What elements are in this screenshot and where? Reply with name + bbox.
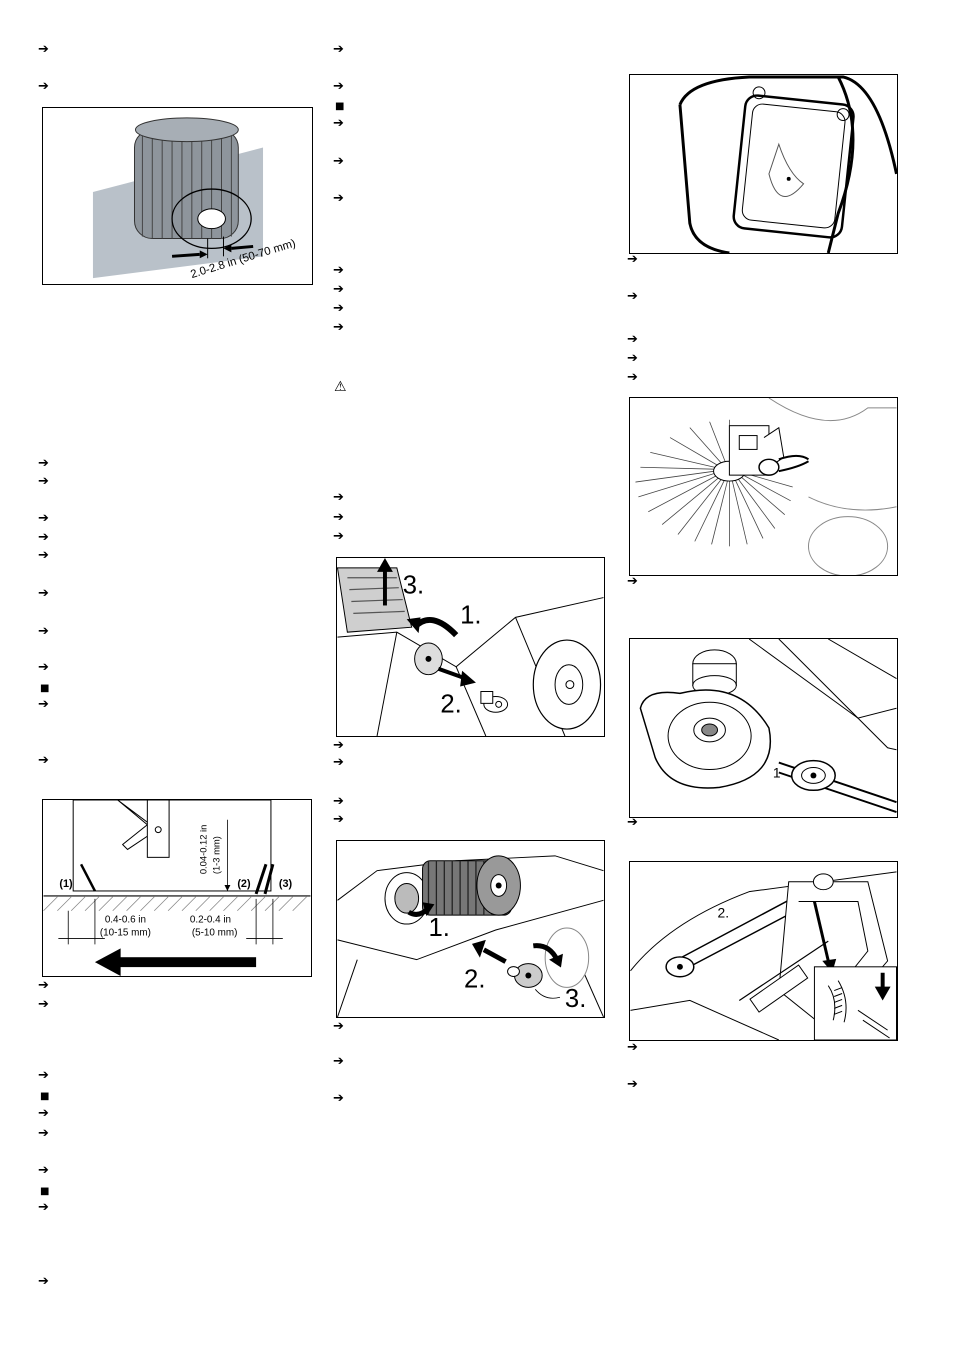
- side-brush-setting-drawing: (1) (2) (3) 0.04-0.12 in (1-3 mm) 0.4-0.…: [43, 800, 311, 976]
- arrow-bullet-icon: ➔: [38, 456, 49, 471]
- arrow-bullet-icon: ➔: [38, 42, 49, 57]
- arrow-bullet-icon: ➔: [333, 116, 344, 131]
- arrow-bullet-icon: ➔: [333, 490, 344, 505]
- warning-icon: ⚠: [334, 379, 347, 395]
- arrow-bullet-icon: ➔: [333, 510, 344, 525]
- arrow-bullet-icon: ➔: [38, 511, 49, 526]
- arrow-bullet-icon: ➔: [333, 1019, 344, 1034]
- label-1: (1): [59, 878, 73, 890]
- arrow-bullet-icon: ➔: [38, 1106, 49, 1121]
- right-mm-label: (5-10 mm): [192, 927, 238, 938]
- arrow-bullet-icon: ➔: [38, 530, 49, 545]
- blower-pulley-drawing: 1: [639, 639, 897, 813]
- install-step-1: 1.: [428, 914, 449, 942]
- bristles: [635, 419, 793, 547]
- arrow-bullet-icon: ➔: [38, 1068, 49, 1083]
- arrow-bullet-icon: ➔: [38, 474, 49, 489]
- arrow-bullet-icon: ➔: [38, 548, 49, 563]
- pulley-callout-1: 1: [773, 764, 781, 780]
- side-brush-figure: [629, 397, 898, 576]
- install-step-3: 3.: [565, 985, 586, 1013]
- arrow-bullet-icon: ➔: [38, 660, 49, 675]
- arrow-bullet-icon: ➔: [38, 586, 49, 601]
- removal-step-1: 1.: [460, 601, 481, 629]
- square-bullet-icon: ■: [335, 101, 345, 112]
- left-in-label: 0.4-0.6 in: [105, 915, 146, 926]
- right-in-label: 0.2-0.4 in: [190, 915, 231, 926]
- arrow-bullet-icon: ➔: [333, 154, 344, 169]
- arrow-bullet-icon: ➔: [627, 815, 638, 830]
- square-bullet-icon: ■: [40, 1091, 50, 1102]
- square-bullet-icon: ■: [40, 1186, 50, 1197]
- arrow-bullet-icon: ➔: [627, 289, 638, 304]
- arrow-bullet-icon: ➔: [627, 252, 638, 267]
- height-mm-label: (1-3 mm): [211, 836, 222, 874]
- roller-removal-figure: 3. 1. 2.: [336, 557, 605, 737]
- arrow-bullet-icon: ➔: [333, 191, 344, 206]
- roller-sweep-pattern-drawing: 2.0-2.8 in (50-70 mm): [92, 117, 297, 281]
- arrow-bullet-icon: ➔: [38, 79, 49, 94]
- arrow-bullet-icon: ➔: [38, 697, 49, 712]
- arrow-bullet-icon: ➔: [38, 1126, 49, 1141]
- arrow-bullet-icon: ➔: [333, 263, 344, 278]
- arrow-bullet-icon: ➔: [627, 1077, 638, 1092]
- arrow-bullet-icon: ➔: [333, 1091, 344, 1106]
- install-step-2: 2.: [464, 965, 485, 993]
- tension-callout-2: 2.: [718, 904, 730, 920]
- roller-install-figure: 1. 2. 3.: [336, 840, 605, 1018]
- arrow-bullet-icon: ➔: [333, 301, 344, 316]
- arrow-bullet-icon: ➔: [333, 282, 344, 297]
- housing-seal-drawing: [678, 75, 897, 253]
- roller-install-drawing: 1. 2. 3.: [337, 855, 604, 1017]
- blower-pulley-figure: 1: [629, 638, 898, 818]
- arrow-bullet-icon: ➔: [333, 755, 344, 770]
- arrow-bullet-icon: ➔: [333, 79, 344, 94]
- arrow-bullet-icon: ➔: [333, 738, 344, 753]
- arrow-bullet-icon: ➔: [38, 978, 49, 993]
- arrow-bullet-icon: ➔: [38, 997, 49, 1012]
- square-bullet-icon: ■: [40, 683, 50, 694]
- left-mm-label: (10-15 mm): [100, 927, 151, 938]
- arrow-bullet-icon: ➔: [333, 529, 344, 544]
- arrow-bullet-icon: ➔: [627, 1040, 638, 1055]
- arrow-bullet-icon: ➔: [627, 332, 638, 347]
- arrow-bullet-icon: ➔: [627, 574, 638, 589]
- roller-sweep-pattern-figure: 2.0-2.8 in (50-70 mm): [42, 107, 313, 285]
- label-3: (3): [279, 878, 293, 890]
- arrow-bullet-icon: ➔: [627, 351, 638, 366]
- belt-tension-drawing: 2.: [630, 871, 897, 1040]
- label-2: (2): [237, 878, 251, 890]
- side-brush-setting-figure: (1) (2) (3) 0.04-0.12 in (1-3 mm) 0.4-0.…: [42, 799, 312, 977]
- side-brush-drawing: [635, 398, 897, 575]
- arrow-bullet-icon: ➔: [38, 1274, 49, 1289]
- arrow-bullet-icon: ➔: [627, 370, 638, 385]
- arrow-bullet-icon: ➔: [333, 320, 344, 335]
- arrow-bullet-icon: ➔: [333, 42, 344, 57]
- housing-seal-figure: [629, 74, 898, 254]
- height-in-label: 0.04-0.12 in: [198, 825, 209, 875]
- arrow-bullet-icon: ➔: [333, 794, 344, 809]
- arrow-bullet-icon: ➔: [38, 753, 49, 768]
- arrow-bullet-icon: ➔: [38, 1163, 49, 1178]
- roller-removal-drawing: 3. 1. 2.: [337, 558, 604, 736]
- removal-step-3: 3.: [403, 572, 424, 600]
- arrow-bullet-icon: ➔: [38, 1200, 49, 1215]
- removal-step-2: 2.: [440, 690, 461, 718]
- belt-tension-figure: 2.: [629, 861, 898, 1041]
- arrow-bullet-icon: ➔: [38, 624, 49, 639]
- arrow-bullet-icon: ➔: [333, 1054, 344, 1069]
- arrow-bullet-icon: ➔: [333, 812, 344, 827]
